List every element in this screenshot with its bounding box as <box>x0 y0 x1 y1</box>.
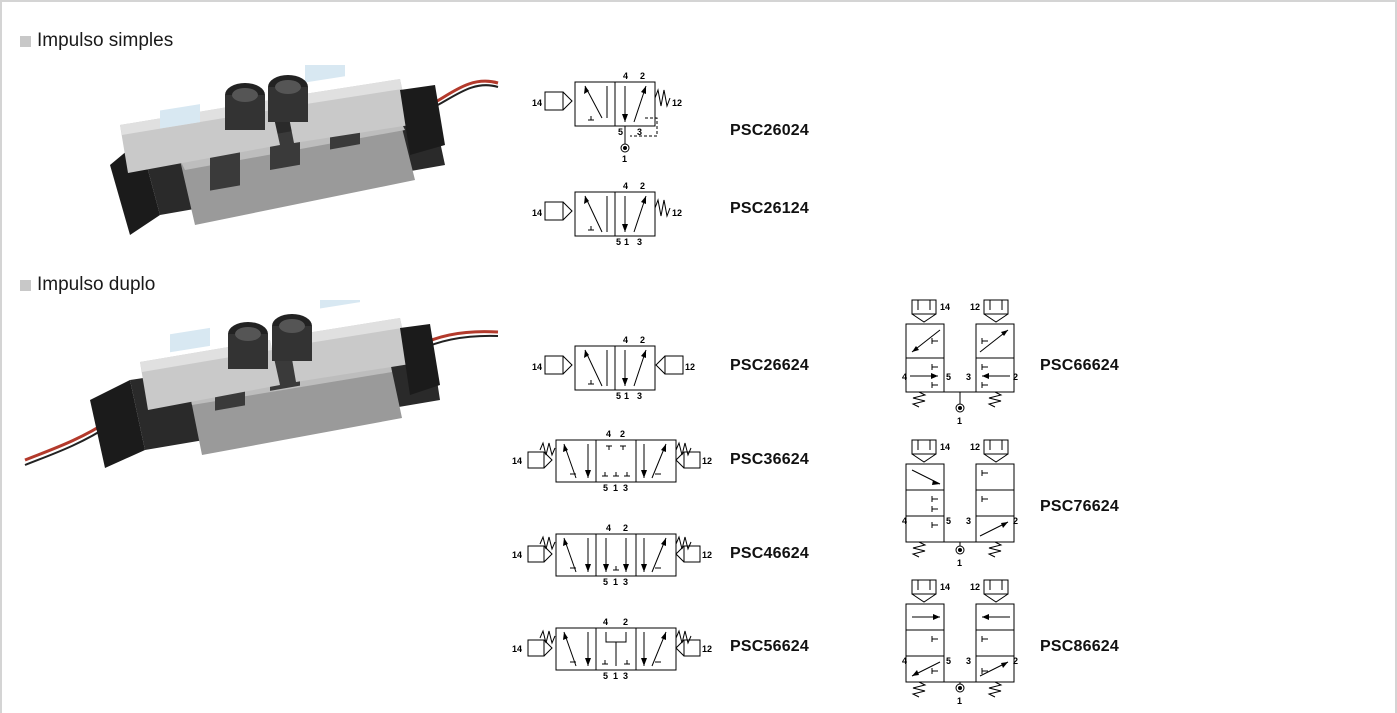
port-label-14: 14 <box>512 456 522 466</box>
port-label-14: 14 <box>512 550 522 560</box>
valve-code: PSC26124 <box>730 200 809 217</box>
port-label-4: 4 <box>623 71 628 81</box>
port-label-3: 3 <box>966 372 971 382</box>
port-label-3: 3 <box>637 237 642 247</box>
port-label-12: 12 <box>685 362 695 372</box>
bullet-square-icon <box>20 279 31 291</box>
port-label-12: 12 <box>702 550 712 560</box>
symbol-psc26124: 14 12 4 2 5 1 3 <box>532 181 682 247</box>
section-title-text: Impulso simples <box>37 30 174 51</box>
port-label-1: 1 <box>622 154 627 164</box>
port-label-3: 3 <box>623 577 628 587</box>
port-label-1: 1 <box>957 558 962 568</box>
port-label-2: 2 <box>640 181 645 191</box>
port-label-4: 4 <box>902 516 907 526</box>
port-label-4: 4 <box>902 656 907 666</box>
symbol-psc36624: 14 12 4 2 5 1 3 <box>512 429 712 493</box>
port-label-3: 3 <box>623 483 628 493</box>
valve-code: PSC86624 <box>1040 638 1119 655</box>
port-label-2: 2 <box>1013 516 1018 526</box>
port-label-5: 5 <box>603 671 608 681</box>
symbol-psc26624: 14 12 4 2 5 1 3 <box>532 335 695 401</box>
valve-code: PSC26624 <box>730 357 809 374</box>
port-label-14: 14 <box>940 302 950 312</box>
port-label-5: 5 <box>946 372 951 382</box>
port-label-1: 1 <box>613 671 618 681</box>
port-label-5: 5 <box>603 577 608 587</box>
port-label-4: 4 <box>623 335 628 345</box>
port-label-14: 14 <box>532 208 542 218</box>
valve-photo-double <box>24 300 499 468</box>
section-title-text: Impulso duplo <box>37 274 156 295</box>
section-title-double: Impulso duplo <box>20 274 155 296</box>
valve-photo-single <box>110 65 499 235</box>
valve-code: PSC26024 <box>730 122 809 139</box>
port-label-14: 14 <box>532 362 542 372</box>
port-label-14: 14 <box>512 644 522 654</box>
port-label-3: 3 <box>637 391 642 401</box>
port-label-4: 4 <box>603 617 608 627</box>
valve-code: PSC46624 <box>730 545 809 562</box>
port-label-2: 2 <box>1013 656 1018 666</box>
port-label-12: 12 <box>672 208 682 218</box>
symbol-psc46624: 14 12 4 2 5 1 3 <box>512 523 712 587</box>
port-label-14: 14 <box>940 582 950 592</box>
port-label-1: 1 <box>624 237 629 247</box>
valve-code: PSC66624 <box>1040 357 1119 374</box>
port-label-4: 4 <box>902 372 907 382</box>
bullet-square-icon <box>20 35 31 47</box>
port-label-1: 1 <box>957 696 962 706</box>
port-label-5: 5 <box>946 656 951 666</box>
port-label-12: 12 <box>672 98 682 108</box>
port-label-12: 12 <box>970 302 980 312</box>
port-label-5: 5 <box>618 127 623 137</box>
port-label-5: 5 <box>946 516 951 526</box>
symbol-psc56624: 14 12 4 2 5 1 3 <box>512 617 712 681</box>
port-label-5: 5 <box>603 483 608 493</box>
port-label-2: 2 <box>620 429 625 439</box>
port-label-3: 3 <box>623 671 628 681</box>
symbol-psc76624: 14 4 5 12 3 2 1 <box>902 439 1018 568</box>
port-label-1: 1 <box>957 416 962 426</box>
port-label-2: 2 <box>623 617 628 627</box>
symbol-psc66624: 14 4 5 12 3 2 1 <box>902 299 1018 426</box>
symbol-psc26024: 14 12 4 2 5 3 1 <box>532 71 682 164</box>
symbol-psc86624: 14 4 5 12 3 2 1 <box>902 579 1018 706</box>
port-label-4: 4 <box>606 429 611 439</box>
port-label-2: 2 <box>640 71 645 81</box>
port-label-1: 1 <box>613 483 618 493</box>
valve-code: PSC56624 <box>730 638 809 655</box>
port-label-12: 12 <box>702 644 712 654</box>
port-label-12: 12 <box>970 442 980 452</box>
port-label-1: 1 <box>624 391 629 401</box>
port-label-5: 5 <box>616 391 621 401</box>
port-label-4: 4 <box>623 181 628 191</box>
port-label-4: 4 <box>606 523 611 533</box>
port-label-2: 2 <box>623 523 628 533</box>
port-label-5: 5 <box>616 237 621 247</box>
port-label-12: 12 <box>702 456 712 466</box>
port-label-1: 1 <box>613 577 618 587</box>
valve-code: PSC76624 <box>1040 498 1119 515</box>
port-label-3: 3 <box>966 516 971 526</box>
port-label-2: 2 <box>1013 372 1018 382</box>
port-label-3: 3 <box>637 127 642 137</box>
port-label-3: 3 <box>966 656 971 666</box>
port-label-12: 12 <box>970 582 980 592</box>
port-label-2: 2 <box>640 335 645 345</box>
port-label-14: 14 <box>532 98 542 108</box>
valve-code: PSC36624 <box>730 451 809 468</box>
section-title-single: Impulso simples <box>20 30 173 52</box>
port-label-14: 14 <box>940 442 950 452</box>
